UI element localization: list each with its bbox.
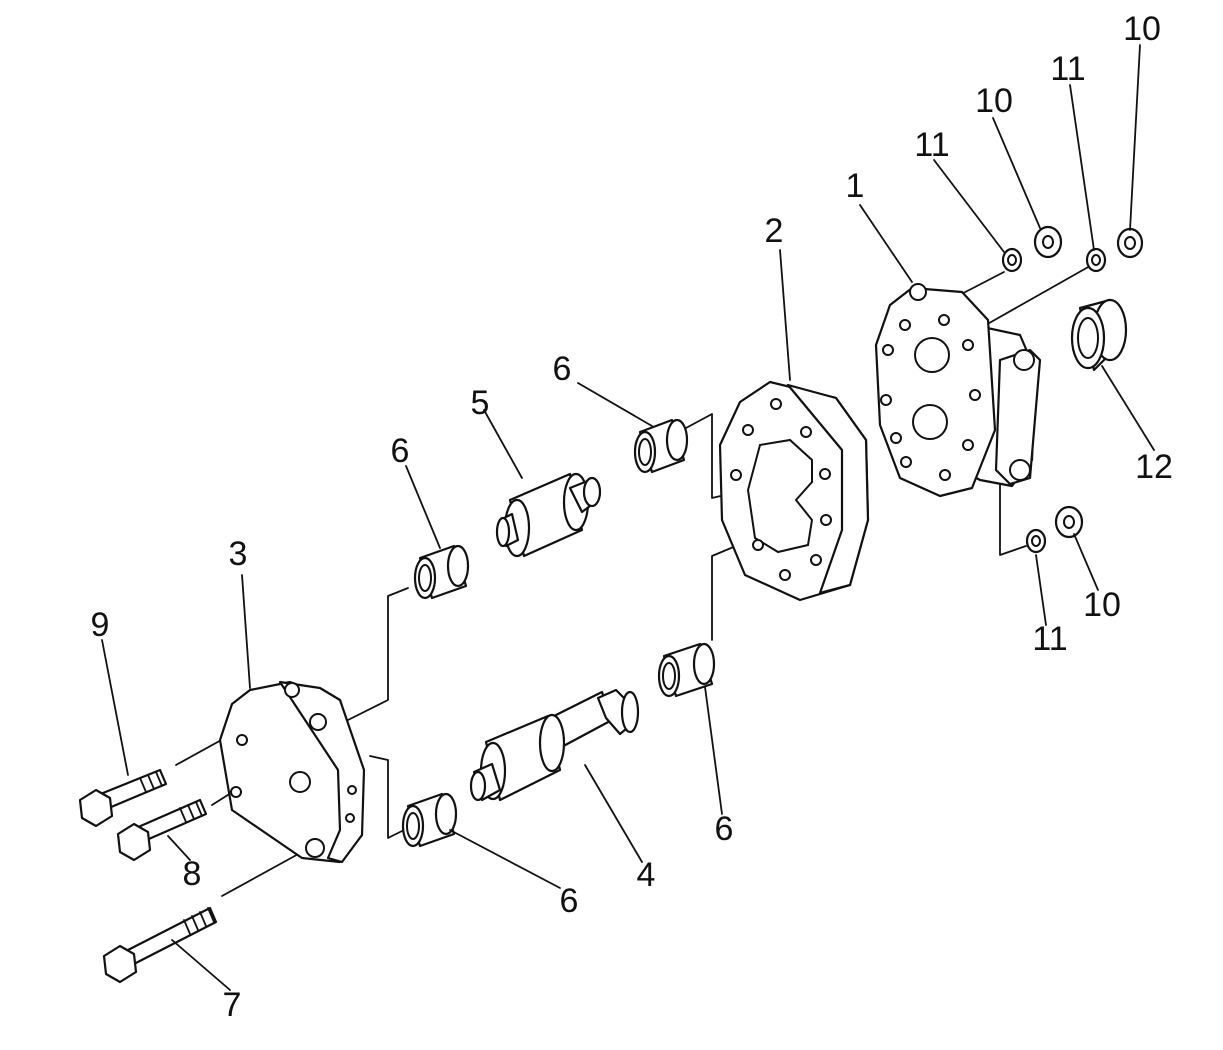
part-11-washer-c — [1025, 528, 1047, 554]
part-2-gear-housing — [718, 380, 870, 602]
callout-12: 12 — [1135, 448, 1173, 486]
part-4-drive-shaft — [469, 688, 640, 802]
callout-6-bottom-center: 6 — [560, 882, 579, 920]
callout-7: 7 — [223, 986, 242, 1024]
part-10-nut-a — [1033, 225, 1063, 259]
part-6-bushing-upper-right — [633, 418, 689, 474]
callout-10-top-right: 10 — [1123, 10, 1161, 48]
callout-6-mid-left: 6 — [391, 432, 410, 470]
part-6-bushing-upper-left — [413, 544, 470, 600]
part-9-bolt-short — [78, 768, 168, 828]
callout-4: 4 — [637, 856, 656, 894]
part-11-washer-b — [1085, 247, 1107, 273]
callout-11-top-left: 11 — [914, 126, 949, 164]
callout-6-top-right: 6 — [553, 350, 572, 388]
callout-1: 1 — [846, 167, 865, 205]
callout-10-bottom: 10 — [1083, 586, 1121, 624]
part-8-bolt-medium — [116, 798, 208, 862]
callout-3: 3 — [229, 535, 248, 573]
callout-9: 9 — [91, 606, 110, 644]
callout-labels: 1 2 3 4 5 6 6 6 6 7 8 9 10 10 10 11 11 1… — [91, 10, 1173, 1024]
callout-6-bottom-right: 6 — [715, 810, 734, 848]
part-10-nut-c — [1054, 505, 1084, 539]
part-6-bushing-lower-right — [657, 642, 716, 698]
callout-10-top-middle: 10 — [975, 82, 1013, 120]
callout-2: 2 — [765, 212, 784, 250]
part-1-cover-plate — [874, 283, 1042, 498]
part-6-bushing-lower-left — [401, 792, 458, 848]
callout-8: 8 — [183, 855, 202, 893]
part-7-bolt-long — [102, 906, 218, 984]
part-11-washer-a — [1001, 247, 1023, 273]
part-3-front-cover — [218, 680, 366, 864]
part-10-nut-b — [1116, 227, 1144, 259]
part-12-bearing — [1070, 298, 1128, 372]
part-5-driven-gear — [495, 472, 602, 558]
callout-11-bottom: 11 — [1032, 620, 1067, 658]
callout-5: 5 — [471, 384, 490, 422]
leader-lines — [101, 44, 1155, 991]
callout-11-top-right: 11 — [1050, 50, 1085, 88]
